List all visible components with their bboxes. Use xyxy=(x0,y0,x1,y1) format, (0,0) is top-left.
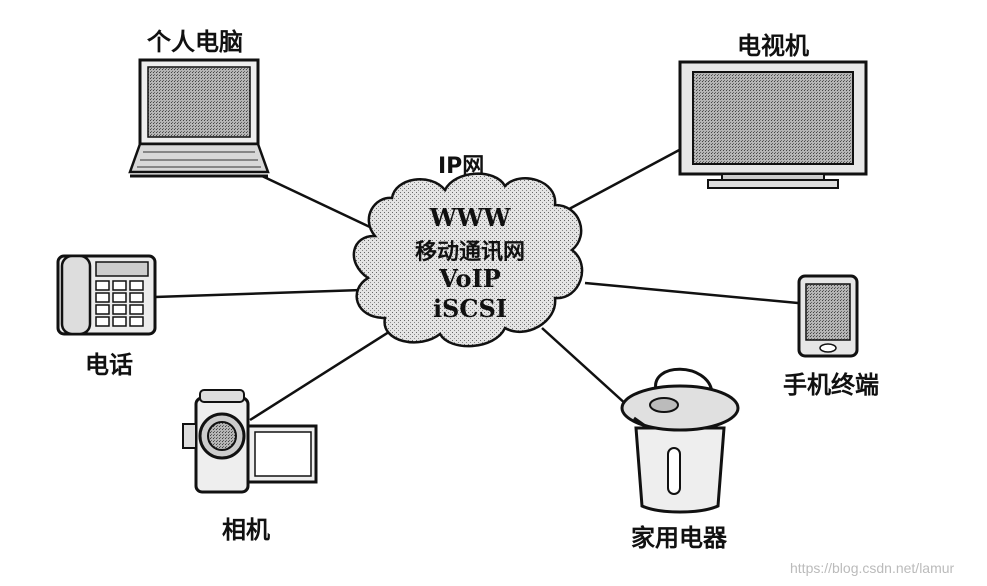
mobile-phone-icon xyxy=(797,274,859,358)
link-mobile xyxy=(584,281,799,305)
service-www: WWW xyxy=(429,203,511,232)
link-tv xyxy=(555,146,684,218)
label-phone: 电话 xyxy=(85,351,133,379)
link-camera xyxy=(249,323,401,422)
watermark-url: https://blog.csdn.net/lamur xyxy=(790,560,955,576)
ip-network-cloud xyxy=(352,172,584,348)
service-mobile-network: 移动通讯网 xyxy=(414,240,525,265)
link-appliance xyxy=(541,327,629,407)
laptop-icon xyxy=(128,58,270,178)
link-phone xyxy=(154,288,363,299)
label-tv: 电视机 xyxy=(737,32,809,60)
telephone-icon xyxy=(56,254,157,336)
link-pc xyxy=(261,174,373,230)
service-iscsi: iSCSI xyxy=(432,294,508,323)
network-title: IP网 xyxy=(438,154,485,179)
connector-lines xyxy=(154,146,799,422)
service-voip: VoIP xyxy=(439,264,501,293)
label-pc: 个人电脑 xyxy=(147,28,243,56)
tv-icon xyxy=(678,60,868,189)
label-mobile: 手机终端 xyxy=(783,371,879,399)
camera-icon xyxy=(182,389,318,494)
electric-pot-icon xyxy=(620,367,740,514)
label-camera: 相机 xyxy=(222,516,270,544)
label-appliance: 家用电器 xyxy=(631,524,727,552)
